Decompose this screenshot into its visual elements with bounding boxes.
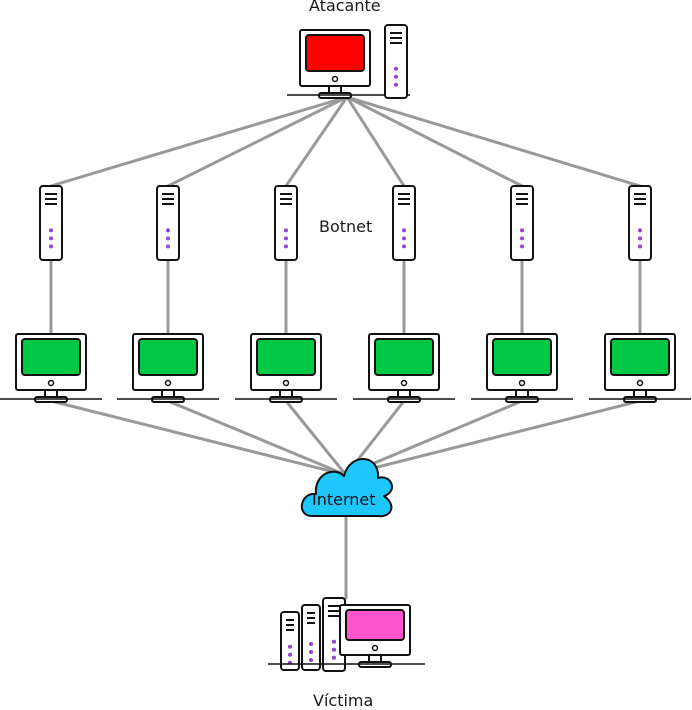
bot-monitor-icon xyxy=(353,333,455,403)
connection-lines xyxy=(49,95,642,600)
bot-node xyxy=(117,185,219,403)
bot-to-internet-line xyxy=(284,399,348,477)
attacker-node xyxy=(287,24,410,99)
bot-node xyxy=(471,185,573,403)
diagram-nodes xyxy=(0,24,691,672)
bot-server-icon xyxy=(156,185,180,261)
attacker-tower-icon xyxy=(384,24,408,99)
attacker-to-bot-line xyxy=(345,95,524,188)
bot-server-icon xyxy=(392,185,416,261)
bot-node xyxy=(353,185,455,403)
bot-server-icon xyxy=(628,185,652,261)
victim-node xyxy=(268,597,425,672)
bot-monitor-icon xyxy=(589,333,691,403)
bot-node xyxy=(589,185,691,403)
bot-monitor-icon xyxy=(0,333,102,403)
bot-monitor-icon xyxy=(117,333,219,403)
victim-server-icon xyxy=(301,604,321,671)
victim-server-icon xyxy=(280,611,300,671)
internet-label: Internet xyxy=(312,490,376,509)
attacker-monitor-icon xyxy=(287,29,410,99)
attacker-to-bot-line xyxy=(284,95,349,188)
internet-cloud-icon xyxy=(301,458,393,518)
bot-to-internet-line xyxy=(344,399,524,477)
attacker-to-bot-line xyxy=(345,95,406,188)
bot-server-icon xyxy=(510,185,534,261)
bot-node xyxy=(235,185,337,403)
attacker-label: Atacante xyxy=(309,0,381,15)
bot-to-internet-line xyxy=(49,399,348,477)
bot-monitor-icon xyxy=(235,333,337,403)
bot-server-icon xyxy=(39,185,63,261)
bot-to-internet-line xyxy=(166,399,348,477)
victim-monitor-icon xyxy=(268,604,425,668)
victim-label: Víctima xyxy=(313,691,374,710)
bot-server-icon xyxy=(274,185,298,261)
attacker-to-bot-line xyxy=(345,95,642,188)
botnet-label: Botnet xyxy=(319,217,373,236)
bot-monitor-icon xyxy=(471,333,573,403)
attacker-to-bot-line xyxy=(166,95,349,188)
bot-node xyxy=(0,185,102,403)
attacker-to-bot-line xyxy=(49,95,349,188)
bot-to-internet-line xyxy=(344,399,642,477)
